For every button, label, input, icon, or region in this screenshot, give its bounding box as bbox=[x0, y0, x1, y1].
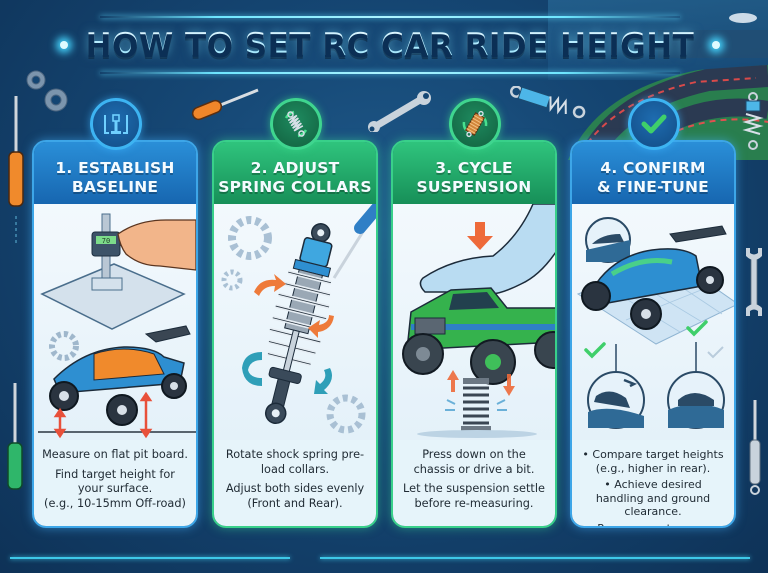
svg-text:70: 70 bbox=[102, 237, 110, 245]
step-4-badge bbox=[628, 98, 680, 150]
step-2-description: Rotate shock spring pre-load collars. Ad… bbox=[214, 440, 376, 526]
screwdriver-orange-icon bbox=[191, 88, 259, 121]
screwdriver-right-icon bbox=[749, 400, 761, 495]
checkmark-icons bbox=[584, 320, 708, 359]
bottom-glow-line-right bbox=[320, 557, 750, 559]
ride-height-arrows bbox=[53, 391, 153, 439]
screwdriver-left-green-icon bbox=[7, 383, 23, 490]
shock-right-icon bbox=[742, 92, 764, 150]
step-2-title: 2. ADJUST SPRING COLLARS bbox=[218, 159, 372, 196]
title-glow-line-top bbox=[100, 16, 680, 18]
monster-truck-icon bbox=[402, 287, 555, 385]
gear-icon bbox=[221, 269, 243, 291]
wrench-icon bbox=[368, 91, 431, 132]
step-card-4: 4. CONFIRM & FINE-TUNE bbox=[570, 140, 736, 528]
step-1-description: Measure on flat pit board. Find target h… bbox=[34, 440, 196, 526]
rotate-arrows-orange bbox=[254, 274, 334, 338]
title-glow-dot-right bbox=[712, 41, 720, 49]
step-4-description: Compare target heights (e.g., higher in … bbox=[572, 440, 734, 526]
shock-absorber-icon bbox=[264, 223, 333, 425]
step-card-1: 1. ESTABLISH BASELINE 70 bbox=[32, 140, 198, 528]
step-2-illustration bbox=[214, 204, 376, 440]
step-3-title: 3. CYCLE SUSPENSION bbox=[416, 159, 532, 196]
step-4-title: 4. CONFIRM & FINE-TUNE bbox=[597, 159, 709, 196]
inset-circle-bump bbox=[667, 371, 725, 429]
inset-circle-crest bbox=[587, 371, 645, 429]
hand-icon bbox=[419, 204, 555, 297]
screwdriver-left-orange-icon bbox=[8, 96, 24, 246]
title-glow-line-bottom bbox=[100, 72, 680, 74]
press-down-arrow bbox=[467, 222, 493, 250]
step-4-illustration bbox=[572, 204, 734, 440]
step-card-2: 2. ADJUST SPRING COLLARS bbox=[212, 140, 378, 528]
shock-rotate-icon bbox=[284, 110, 308, 138]
hand-icon bbox=[117, 219, 196, 271]
buggy-icon bbox=[581, 225, 727, 330]
step-card-3: 3. CYCLE SUSPENSION bbox=[391, 140, 557, 528]
step-3-badge bbox=[449, 98, 501, 150]
up-arrow bbox=[447, 370, 459, 380]
step-2-header: 2. ADJUST SPRING COLLARS bbox=[214, 142, 376, 204]
step-2-badge bbox=[270, 98, 322, 150]
page-title: HOW TO SET RC CAR RIDE HEIGHT bbox=[85, 27, 695, 63]
wrench-right-icon bbox=[746, 248, 762, 316]
height-gauge-icon bbox=[104, 114, 128, 134]
step-3-header: 3. CYCLE SUSPENSION bbox=[393, 142, 555, 204]
gear-icon bbox=[49, 331, 79, 361]
inset-circle-slope bbox=[585, 217, 631, 263]
step-4-header: 4. CONFIRM & FINE-TUNE bbox=[572, 142, 734, 204]
title-glow-dot-left bbox=[60, 41, 68, 49]
step-1-title: 1. ESTABLISH BASELINE bbox=[55, 159, 175, 196]
step-1-header: 1. ESTABLISH BASELINE bbox=[34, 142, 196, 204]
rotate-arrows-teal bbox=[242, 352, 332, 394]
pit-board bbox=[40, 263, 186, 330]
title-banner: HOW TO SET RC CAR RIDE HEIGHT bbox=[40, 16, 740, 74]
step-1-illustration: 70 bbox=[34, 204, 196, 440]
step-3-illustration bbox=[393, 204, 555, 440]
step-1-badge bbox=[90, 98, 142, 150]
bottom-glow-line-left bbox=[10, 557, 290, 559]
step-3-description: Press down on the chassis or drive a bit… bbox=[393, 440, 555, 526]
buggy-icon bbox=[49, 325, 191, 426]
gear-icon bbox=[326, 394, 366, 434]
down-arrow bbox=[503, 386, 515, 396]
screwdriver-icon bbox=[332, 204, 376, 279]
gear-icon bbox=[228, 216, 272, 260]
spring-icon bbox=[461, 378, 491, 432]
shock-absorber-icon bbox=[510, 86, 586, 119]
spring-cycle-icon bbox=[462, 110, 488, 138]
checkmark-icon bbox=[641, 114, 667, 134]
